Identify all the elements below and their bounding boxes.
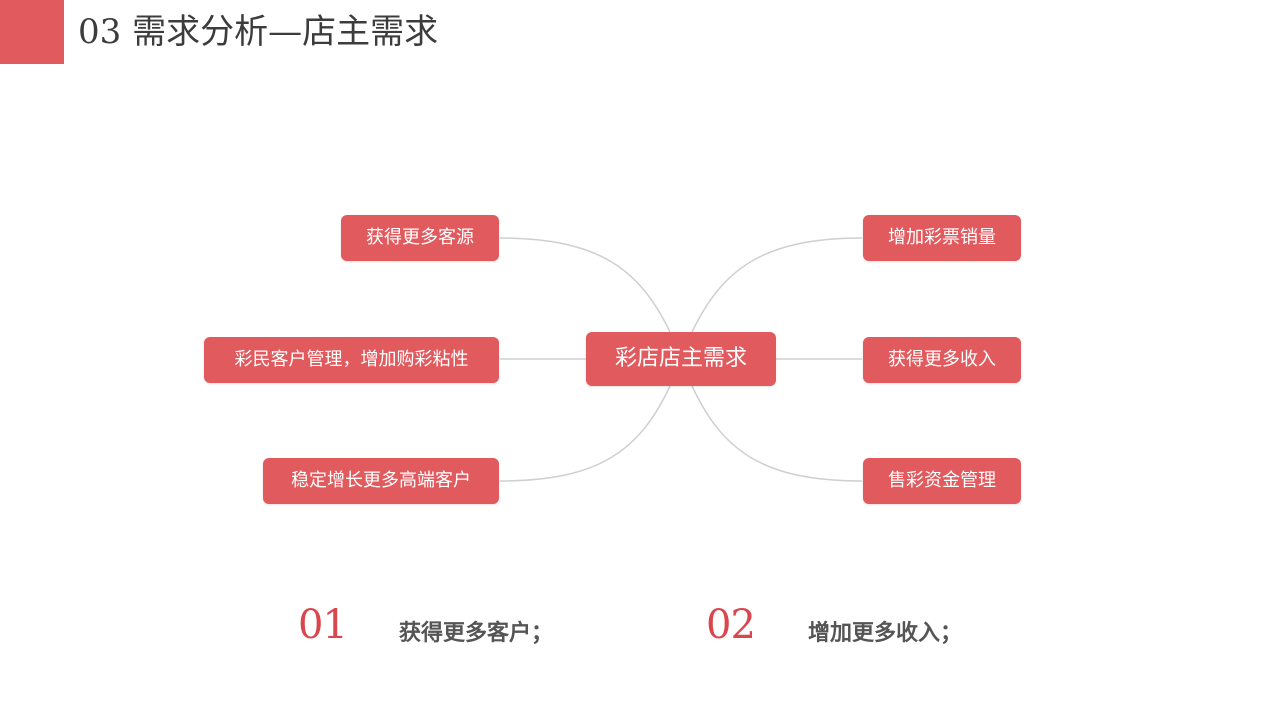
mindmap-node-left-2: 彩民客户管理，增加购彩粘性 [204, 337, 499, 383]
mindmap-center-node: 彩店店主需求 [586, 332, 776, 386]
mindmap-node-left-3: 稳定增长更多高端客户 [263, 458, 499, 504]
connector-left-bottom [499, 385, 671, 482]
title-accent-block [0, 0, 64, 64]
summary-number-2: 02 [706, 602, 756, 648]
connector-left-top [499, 237, 671, 333]
summary-text-2: 增加更多收入； [808, 621, 963, 646]
slide-title: 03 需求分析—店主需求 [78, 12, 439, 52]
mindmap-node-left-1: 获得更多客源 [341, 215, 499, 261]
connector-right-bottom [691, 385, 863, 482]
mindmap-node-right-1: 增加彩票销量 [863, 215, 1021, 261]
summary-number-1: 01 [298, 602, 348, 648]
summary-text-1: 获得更多客户； [399, 621, 554, 646]
connector-right-top [691, 237, 863, 333]
mindmap-node-right-3: 售彩资金管理 [863, 458, 1021, 504]
mindmap-node-right-2: 获得更多收入 [863, 337, 1021, 383]
